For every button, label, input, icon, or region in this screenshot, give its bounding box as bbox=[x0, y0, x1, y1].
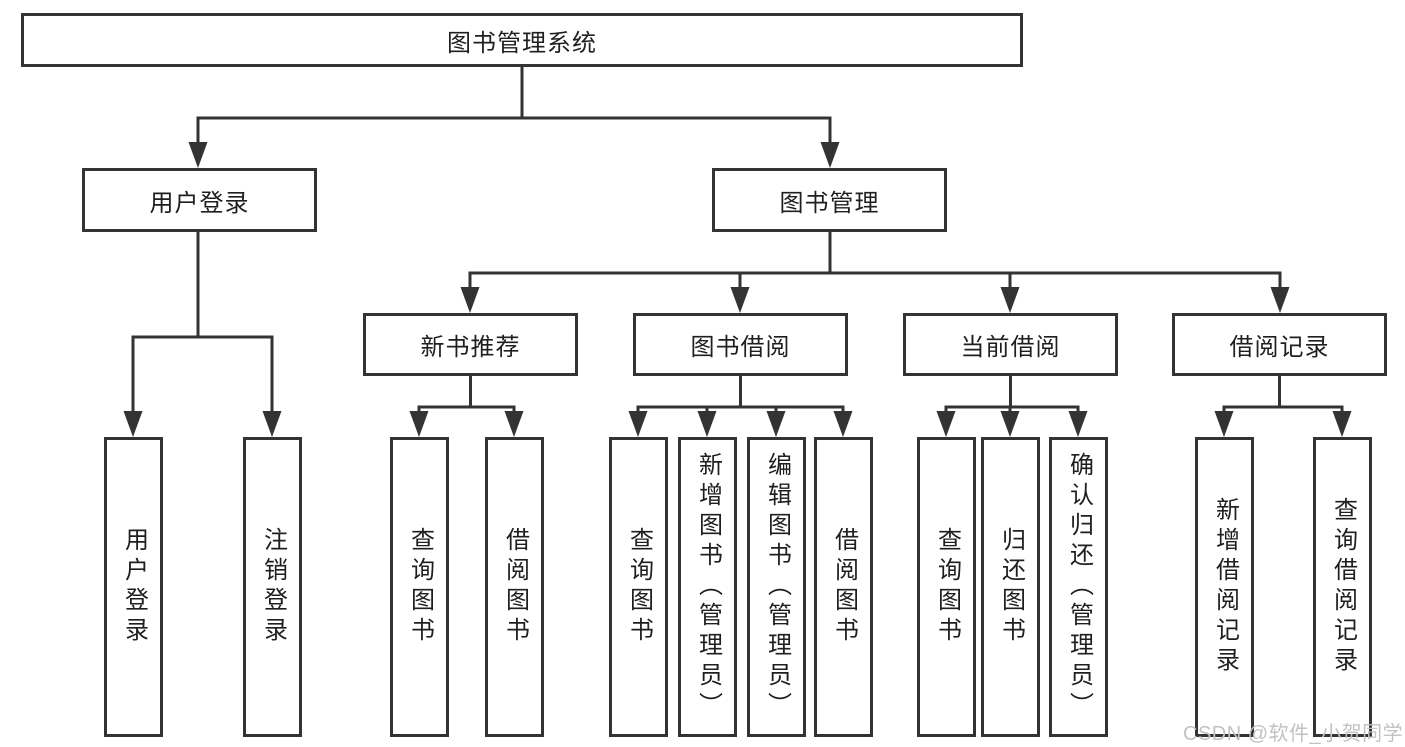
leaf-newbook-borrow-books-label: 借阅图书 bbox=[501, 527, 529, 647]
leaf-borrow-query-books: 查询图书 bbox=[609, 437, 668, 737]
leaf-current-query-books: 查询图书 bbox=[917, 437, 976, 737]
node-book-borrowing: 图书借阅 bbox=[633, 313, 848, 376]
leaf-current-return-books: 归还图书 bbox=[981, 437, 1040, 737]
leaf-records-add-borrow-record: 新增借阅记录 bbox=[1195, 437, 1254, 737]
connector-book-borrowing-to-leaves bbox=[628, 376, 853, 437]
leaf-newbook-borrow-books: 借阅图书 bbox=[485, 437, 544, 737]
leaf-user-login: 用户登录 bbox=[104, 437, 163, 737]
leaf-borrow-add-books-admin-label: 新增图书（管理员） bbox=[694, 452, 722, 722]
leaf-user-login-label: 用户登录 bbox=[120, 527, 148, 647]
leaf-newbook-query-books: 查询图书 bbox=[390, 437, 449, 737]
connector-borrowing-records-to-leaves bbox=[1214, 376, 1352, 437]
leaf-borrow-query-books-label: 查询图书 bbox=[625, 527, 653, 647]
leaf-current-confirm-return-admin: 确认归还（管理员） bbox=[1049, 437, 1108, 737]
leaf-current-confirm-return-admin-label: 确认归还（管理员） bbox=[1065, 452, 1093, 722]
leaf-borrow-edit-books-admin-label: 编辑图书（管理员） bbox=[763, 452, 791, 722]
leaf-logout: 注销登录 bbox=[243, 437, 302, 737]
csdn-watermark: CSDN @软件_小贺同学 bbox=[1183, 723, 1404, 745]
connector-new-book-recommendation-to-leaves bbox=[409, 376, 524, 437]
connector-user-login-to-leaves bbox=[123, 232, 282, 437]
leaf-borrow-borrow-books-label: 借阅图书 bbox=[830, 527, 858, 647]
leaf-current-query-books-label: 查询图书 bbox=[933, 527, 961, 647]
leaf-borrow-add-books-admin: 新增图书（管理员） bbox=[678, 437, 737, 737]
connector-book-management-to-level3 bbox=[460, 232, 1290, 313]
leaf-records-query-borrow-record-label: 查询借阅记录 bbox=[1329, 497, 1357, 677]
leaf-borrow-edit-books-admin: 编辑图书（管理员） bbox=[747, 437, 806, 737]
node-borrowing-records: 借阅记录 bbox=[1172, 313, 1387, 376]
node-root: 图书管理系统 bbox=[21, 13, 1023, 67]
connector-root-to-level2 bbox=[188, 67, 840, 168]
leaf-newbook-query-books-label: 查询图书 bbox=[406, 527, 434, 647]
node-user-login: 用户登录 bbox=[82, 168, 317, 232]
leaf-records-add-borrow-record-label: 新增借阅记录 bbox=[1211, 497, 1239, 677]
node-book-management: 图书管理 bbox=[712, 168, 947, 232]
node-new-book-recommendation: 新书推荐 bbox=[363, 313, 578, 376]
node-current-borrowing: 当前借阅 bbox=[903, 313, 1118, 376]
leaf-current-return-books-label: 归还图书 bbox=[997, 527, 1025, 647]
connector-current-borrowing-to-leaves bbox=[936, 376, 1088, 437]
leaf-borrow-borrow-books: 借阅图书 bbox=[814, 437, 873, 737]
leaf-records-query-borrow-record: 查询借阅记录 bbox=[1313, 437, 1372, 737]
leaf-logout-label: 注销登录 bbox=[259, 527, 287, 647]
